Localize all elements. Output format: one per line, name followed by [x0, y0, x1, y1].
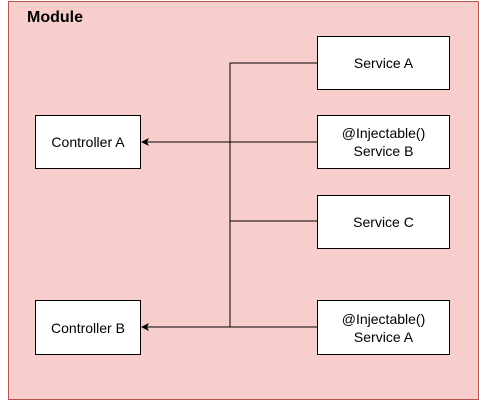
- edge-service-a-to-controller-b: [142, 62, 317, 328]
- controller-a-node: Controller A: [35, 115, 141, 169]
- injectable-service-a-label: Service A: [353, 328, 414, 345]
- controller-a-label: Controller A: [51, 134, 125, 150]
- injectable-service-a-decorator: @Injectable(): [341, 310, 426, 327]
- injectable-service-b-node: @Injectable() Service B: [317, 115, 450, 169]
- controller-b-node: Controller B: [35, 300, 141, 355]
- injectable-service-b-label: Service B: [353, 143, 414, 159]
- service-c-node: Service C: [317, 195, 450, 249]
- service-c-label: Service C: [353, 214, 414, 230]
- injectable-service-b-decorator: @Injectable(): [341, 125, 426, 141]
- controller-b-label: Controller B: [51, 319, 125, 336]
- injectable-service-a-node: @Injectable() Service A: [317, 300, 450, 355]
- service-a-node: Service A: [317, 36, 450, 90]
- module-title: Module: [27, 9, 83, 26]
- service-a-label: Service A: [353, 55, 414, 71]
